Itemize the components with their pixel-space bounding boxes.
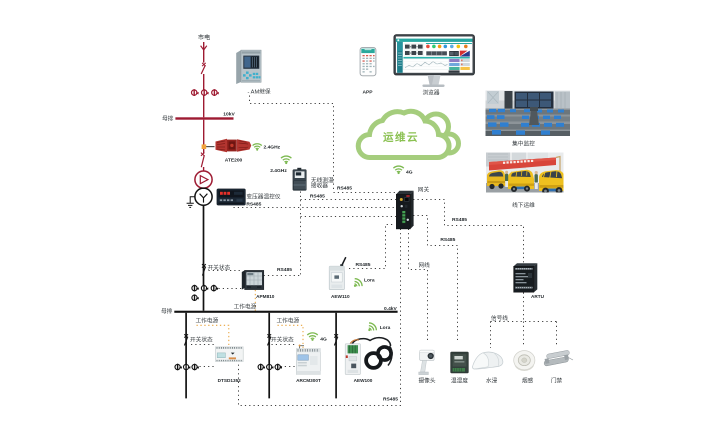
svg-text:DTSD1352: DTSD1352 — [218, 378, 242, 383]
svg-text:浏览器: 浏览器 — [422, 88, 439, 96]
svg-text:接收器: 接收器 — [311, 181, 328, 189]
svg-text:RS485: RS485 — [356, 262, 371, 268]
svg-text:母排: 母排 — [161, 307, 173, 315]
svg-text:4G: 4G — [406, 170, 413, 176]
svg-text:4G: 4G — [320, 337, 327, 343]
svg-text:母排: 母排 — [162, 114, 174, 122]
svg-text:烟感: 烟感 — [522, 377, 534, 385]
svg-text:无线测温: 无线测温 — [311, 176, 334, 184]
svg-text:工作电源: 工作电源 — [277, 317, 300, 325]
svg-text:ARTU: ARTU — [531, 294, 545, 299]
svg-text:RS485: RS485 — [246, 202, 261, 208]
svg-text:变压器温控仪: 变压器温控仪 — [246, 193, 280, 201]
svg-text:AEW100: AEW100 — [354, 378, 373, 383]
svg-text:RS485: RS485 — [337, 185, 352, 191]
svg-text:ARCM300T: ARCM300T — [296, 378, 321, 383]
svg-text:开关状态: 开关状态 — [271, 335, 294, 343]
svg-text:线下运维: 线下运维 — [512, 201, 535, 209]
svg-text:市电: 市电 — [198, 34, 210, 42]
svg-text:运维云: 运维云 — [383, 131, 419, 144]
svg-text:0.4kV: 0.4kV — [384, 306, 398, 312]
svg-text:信号线: 信号线 — [491, 314, 508, 322]
svg-text:APP: APP — [362, 89, 373, 95]
svg-text:Lora: Lora — [364, 277, 375, 283]
svg-text:门禁: 门禁 — [551, 377, 563, 385]
svg-text:网线: 网线 — [419, 261, 431, 269]
svg-text:集中监控: 集中监控 — [512, 139, 535, 147]
svg-text:工作电源: 工作电源 — [196, 317, 219, 325]
svg-text:开关状态: 开关状态 — [208, 263, 231, 271]
svg-text:开关状态: 开关状态 — [190, 335, 213, 343]
svg-text:RS485: RS485 — [440, 237, 455, 243]
svg-text:摄像头: 摄像头 — [418, 377, 435, 385]
svg-text:APM810: APM810 — [256, 294, 275, 299]
svg-text:2.4GHz: 2.4GHz — [264, 145, 281, 151]
svg-text:RS485: RS485 — [452, 217, 467, 223]
svg-text:AEW110: AEW110 — [331, 294, 350, 299]
svg-text:Lora: Lora — [380, 325, 391, 331]
svg-text:温湿度: 温湿度 — [451, 377, 468, 385]
svg-text:10kV: 10kV — [223, 111, 235, 117]
svg-text:ATE200: ATE200 — [225, 158, 243, 164]
svg-text:工作电源: 工作电源 — [234, 302, 257, 310]
svg-text:RS485: RS485 — [310, 194, 325, 200]
svg-text:2.4GHz: 2.4GHz — [270, 168, 287, 174]
svg-text:RS485: RS485 — [383, 396, 398, 402]
svg-text:水浸: 水浸 — [486, 377, 498, 385]
svg-text:网关: 网关 — [418, 186, 430, 194]
svg-text:RS485: RS485 — [277, 267, 292, 273]
svg-text:- AM继保: - AM继保 — [248, 87, 271, 95]
